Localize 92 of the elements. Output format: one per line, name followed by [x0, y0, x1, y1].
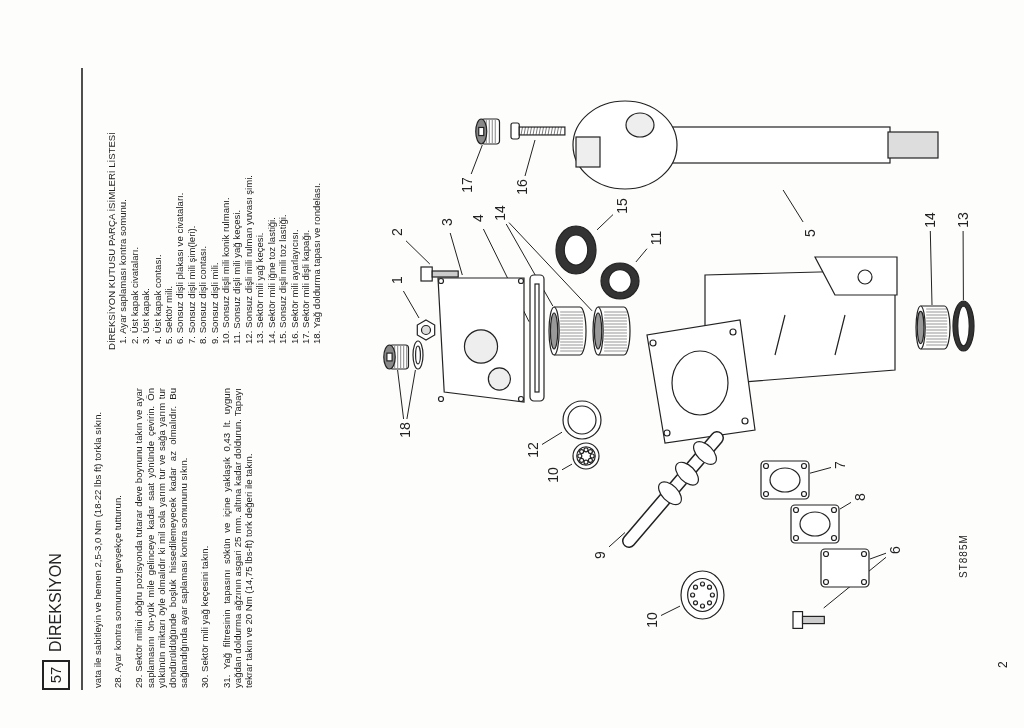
page-number: 2 — [996, 661, 1010, 668]
callout-number: 10 — [643, 609, 661, 631]
leader-line — [869, 552, 887, 560]
parts-list-item: 18. Yağ doldurma tapası ve rondelası. — [311, 181, 323, 346]
cover-drawing — [435, 275, 527, 405]
bearing-drawing — [680, 570, 725, 620]
seal-drawing — [555, 225, 597, 275]
callout-number: 9 — [591, 544, 609, 566]
leader-line — [782, 189, 804, 223]
callout-number: 7 — [831, 454, 849, 476]
leader-line — [541, 431, 563, 445]
bushing-drawing — [592, 306, 630, 356]
parts-list-item: 11. Sonsuz dişli mili yağ keçesi. — [231, 208, 243, 346]
plug-drawing — [383, 344, 409, 370]
leader-line — [635, 248, 648, 263]
screw-drawing — [510, 122, 565, 140]
leader-line — [524, 139, 536, 177]
leader-line — [402, 290, 420, 319]
parts-list-heading: DİREKSİYON KUTUSU PARÇA İSİMLERİ LİSTESİ — [106, 131, 118, 350]
leader-line — [405, 240, 431, 265]
leader-line — [470, 144, 483, 175]
bushing-drawing — [548, 306, 586, 356]
parts-list-item: 16. Sektör mili ayarlayıcısı. — [288, 228, 300, 346]
washer-drawing — [412, 340, 424, 370]
leader-line — [561, 463, 573, 471]
plug-drawing — [475, 118, 500, 145]
callout-number: 2 — [388, 221, 406, 243]
parts-list-item: 13. Sektör mili yağ keçesi. — [254, 231, 266, 346]
plate-drawing — [820, 548, 870, 588]
callout-number: 15 — [613, 195, 631, 217]
callout-number: 17 — [458, 174, 476, 196]
page-number-box: 57 — [42, 660, 70, 690]
callout-number: 14 — [921, 209, 939, 231]
callout-number: 18 — [396, 419, 414, 441]
callout-number: 4 — [469, 207, 487, 229]
instruction-paragraph: 28. Ayar kontra somununu gevşekçe tutturun. — [112, 494, 124, 688]
instruction-paragraph: 30. Sektör mili yağ keçesini takın. — [199, 544, 211, 688]
callout-number: 1 — [388, 269, 406, 291]
drawing-code: ST885M — [958, 534, 969, 578]
leader-line — [929, 230, 933, 306]
leader-line — [660, 605, 681, 616]
gasket-drawing — [529, 274, 545, 402]
bearing-drawing — [572, 442, 600, 470]
parts-list-item: 2. Üst kapak civataları. — [128, 245, 141, 346]
bushing-drawing — [915, 305, 950, 350]
callout-number: 10 — [544, 464, 562, 486]
parts-list-item: 5. Sektör mili. — [163, 284, 175, 346]
leader-line — [809, 467, 832, 474]
parts-list-item: 7. Sonsuz dişli mili şim(leri). — [185, 224, 198, 346]
callout-number: 13 — [954, 209, 972, 231]
bolt-drawing — [792, 608, 826, 632]
page-title: DİREKSİYON — [46, 553, 65, 652]
leader-line — [397, 369, 405, 420]
parts-list-item: 15. Sonsuz dişli mili toz lastiği. — [277, 213, 289, 346]
callout-number: 5 — [801, 222, 819, 244]
leader-line — [839, 501, 852, 510]
callout-number: 6 — [886, 539, 904, 561]
parts-list-item: 10. Sonsuz dişli mili konik rulmanı. — [220, 196, 232, 346]
leader-line — [406, 369, 416, 420]
leader-line — [449, 232, 463, 276]
parts-list-item: 6. Sonsuz dişli plakası ve civataları. — [174, 191, 186, 346]
leader-line — [505, 223, 554, 307]
seal-drawing — [600, 262, 640, 300]
callout-number: 3 — [438, 211, 456, 233]
parts-list-item: 9. Sonsuz dişli mili. — [208, 261, 221, 346]
instruction-paragraph: vata ile sabitleyin ve hemen 2,5-3,0 Nm (18-22 lbs ft) torkla sıkın. — [92, 410, 104, 688]
parts-list-item: 1. Ayar saplaması kontra somunu. — [117, 198, 129, 346]
parts-list-item: 4. Üst kapak contası. — [151, 253, 164, 346]
leader-line — [962, 230, 964, 301]
callout-number: 11 — [647, 227, 665, 249]
seal-drawing — [952, 300, 975, 352]
shaft-drawing — [570, 100, 940, 190]
bearing-cup-drawing — [562, 400, 602, 440]
callout-number: 8 — [851, 486, 869, 508]
parts-list-item: 12. Sonsuz dişli mili rulman yuvası şimi. — [242, 174, 255, 346]
nut-drawing — [415, 318, 437, 342]
leader-line — [508, 222, 593, 312]
leader-line — [596, 214, 614, 231]
instruction-paragraph: 29. Sektör milini doğru pozisyonda tutarar deve boynunu takın ve ayar saplamasını ön-yük mile gelinceye kadar saat yönünde çevirin. Ön yükünün miktarı öyle olmalıdır ki mil sola yarım tur ve sağa yarım tur döndürüldüğünde boşluk hissedilemeyecek kadar az olmalıdır. Bu sağlandığında ayar saplaması kontra somununu sıkın. — [133, 388, 190, 688]
parts-list-item: 14. Sektör mili iğne toz lastiği. — [265, 216, 278, 346]
parts-list-item: 17. Sektör mili dişli kapağı. — [299, 228, 312, 346]
leader-line — [608, 532, 626, 548]
callout-number: 14 — [491, 202, 509, 224]
instruction-paragraph: 31. Yağ filtresinin tapasını sökün ve içine yaklaşık 0,43 lt. uygun yağdan doldurma ağzının asgari 25 mm. altına kadar doldurun. Tapayı tekrar takın ve 20 Nm (14,75 lbs-ft) tork değeri ile takın. — [220, 388, 255, 688]
callout-number: 12 — [524, 439, 542, 461]
callout-number: 16 — [513, 176, 531, 198]
worm-shaft-drawing — [625, 430, 725, 545]
shim-drawing — [760, 460, 810, 500]
bolt-drawing — [420, 264, 460, 284]
parts-list-item: 8. Sonsuz dişli contası. — [197, 244, 209, 346]
shim-drawing — [790, 504, 840, 544]
parts-list-item: 3. Üst kapak. — [140, 287, 152, 346]
